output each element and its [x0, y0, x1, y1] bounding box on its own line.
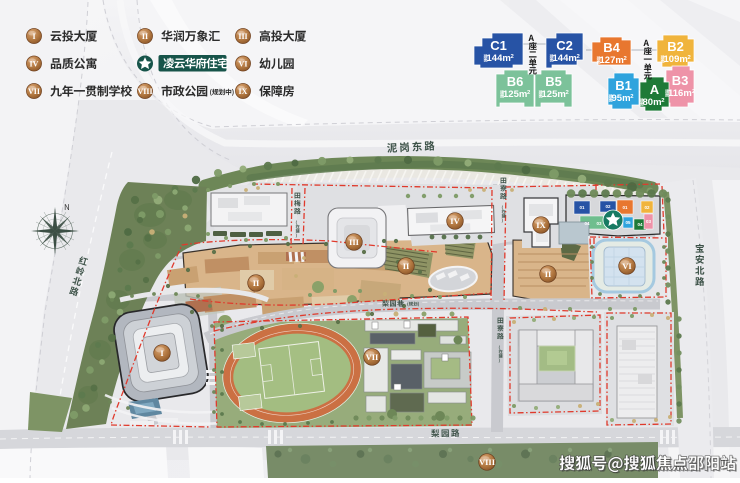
- svg-text:01: 01: [579, 205, 585, 210]
- svg-text:127m: 127m: [600, 55, 624, 66]
- svg-text:VIII: VIII: [479, 457, 496, 467]
- svg-text:I: I: [160, 348, 164, 358]
- svg-text:VIII: VIII: [137, 87, 152, 96]
- svg-text:VI: VI: [239, 59, 248, 68]
- svg-text:05: 05: [625, 220, 631, 225]
- svg-text:II: II: [253, 278, 260, 288]
- svg-text:III: III: [238, 32, 247, 41]
- svg-text:125m: 125m: [503, 89, 527, 100]
- svg-text:109m: 109m: [664, 54, 688, 65]
- svg-text:VII: VII: [366, 352, 379, 362]
- svg-text:04: 04: [584, 221, 590, 226]
- svg-text:95m: 95m: [612, 93, 631, 104]
- svg-text:2: 2: [527, 90, 531, 96]
- svg-text:III: III: [349, 237, 360, 247]
- svg-text:IX: IX: [536, 220, 546, 230]
- svg-text:B6: B6: [507, 74, 524, 89]
- svg-text:VI: VI: [622, 261, 632, 271]
- svg-text:B5: B5: [545, 74, 562, 89]
- svg-text:01: 01: [622, 205, 628, 210]
- svg-text:II: II: [142, 32, 148, 41]
- svg-text:03: 03: [646, 219, 652, 224]
- svg-text:2: 2: [661, 98, 665, 104]
- svg-text:C2: C2: [556, 38, 573, 53]
- svg-text:04: 04: [637, 222, 643, 227]
- svg-text:2: 2: [511, 54, 515, 60]
- svg-text:2: 2: [577, 54, 581, 60]
- svg-text:125m: 125m: [542, 89, 566, 100]
- svg-text:2: 2: [624, 56, 628, 62]
- svg-text:B2: B2: [667, 39, 684, 54]
- svg-text:2: 2: [566, 90, 570, 96]
- svg-text:2: 2: [630, 94, 634, 100]
- svg-text:C1: C1: [490, 38, 507, 53]
- svg-text:IX: IX: [239, 87, 248, 96]
- svg-text:B1: B1: [615, 78, 632, 93]
- svg-text:I: I: [32, 32, 35, 41]
- svg-text:02: 02: [605, 204, 611, 209]
- svg-text:144m: 144m: [487, 53, 511, 64]
- svg-text:II: II: [545, 269, 552, 279]
- svg-text:B4: B4: [603, 40, 620, 55]
- svg-text:2: 2: [692, 89, 696, 95]
- svg-text:A: A: [650, 82, 660, 97]
- svg-text:VII: VII: [28, 87, 40, 96]
- svg-text:03: 03: [596, 221, 602, 226]
- svg-text:144m: 144m: [553, 53, 577, 64]
- svg-text:B3: B3: [672, 73, 689, 88]
- svg-text:2: 2: [688, 55, 692, 61]
- svg-text:IV: IV: [450, 216, 460, 226]
- svg-text:02: 02: [644, 205, 650, 210]
- svg-text:80m: 80m: [643, 97, 662, 108]
- svg-text:116m: 116m: [668, 88, 692, 99]
- svg-text:IV: IV: [30, 59, 39, 68]
- svg-text:II: II: [403, 261, 410, 271]
